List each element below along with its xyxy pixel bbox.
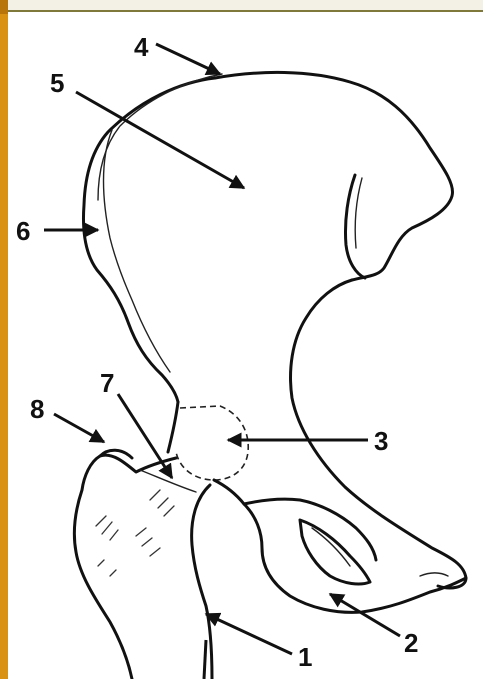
arrow-8 [54, 414, 104, 442]
label-6: 6 [16, 216, 30, 246]
label-5: 5 [50, 68, 64, 98]
label-3: 3 [374, 426, 388, 456]
femur-shaft-pointer [204, 640, 206, 679]
ilium-outline [84, 72, 466, 588]
number-labels: 4 5 6 7 8 3 1 2 [16, 32, 418, 672]
label-1: 1 [298, 642, 312, 672]
arrow-2 [330, 594, 400, 636]
label-2: 2 [404, 628, 418, 658]
label-7: 7 [100, 368, 114, 398]
label-8: 8 [30, 394, 44, 424]
femur-outline [74, 450, 212, 679]
acetabulum-region [168, 402, 466, 612]
arrow-1 [206, 614, 292, 654]
arrow-4 [156, 44, 220, 74]
label-4: 4 [134, 32, 149, 62]
